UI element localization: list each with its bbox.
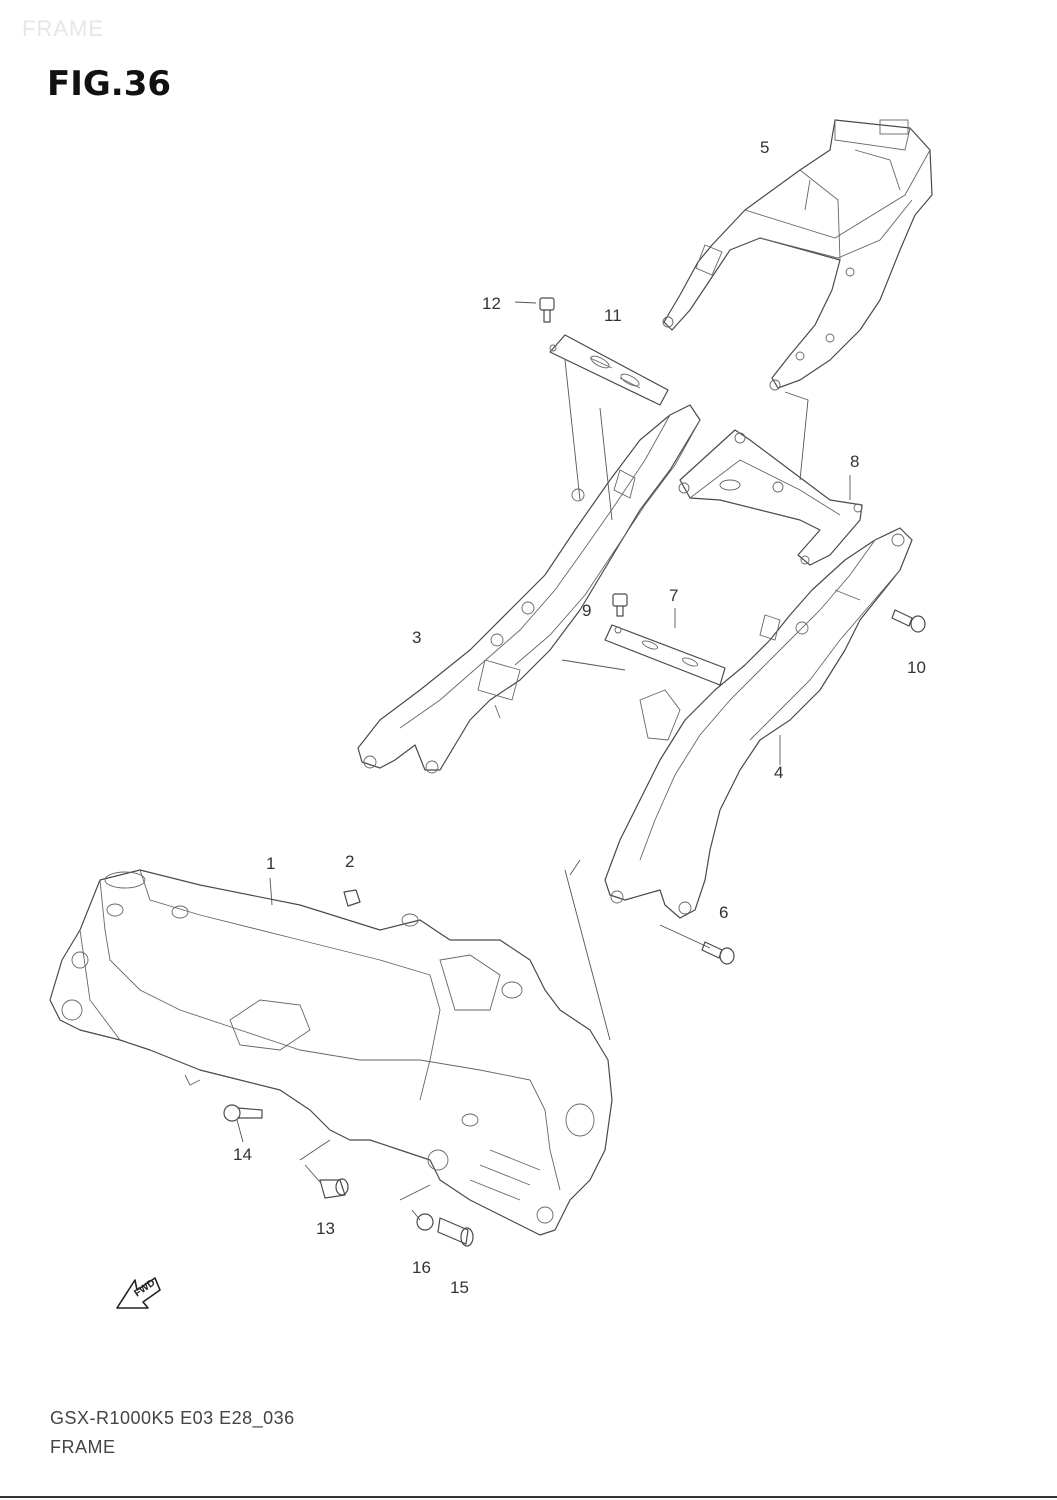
- callout-1: 1: [266, 854, 275, 873]
- callout-2: 2: [345, 852, 354, 871]
- drawing-code: GSX-R1000K5 E03 E28_036: [50, 1408, 295, 1428]
- callout-6: 6: [719, 903, 728, 922]
- plate-part-7: [604, 624, 726, 686]
- callout-15: 15: [450, 1278, 469, 1297]
- bolt-part-9: [612, 593, 628, 617]
- collar-part-13: [319, 1178, 349, 1199]
- leader-lines: [236, 301, 851, 1221]
- callout-9: 9: [582, 601, 591, 620]
- callout-14: 14: [233, 1145, 252, 1164]
- callout-13: 13: [316, 1219, 335, 1238]
- callout-numbers: 5 12 11 8 7 9 3 10 4 1 2 6 14 13 16 15: [233, 138, 926, 1297]
- bolt-part-12: [539, 297, 555, 323]
- callout-10: 10: [907, 658, 926, 677]
- right-rear-frame-part-4: [604, 527, 913, 919]
- callout-4: 4: [774, 763, 783, 782]
- callout-3: 3: [412, 628, 421, 647]
- bottom-border: [0, 1496, 1057, 1498]
- section-title: FRAME: [50, 1437, 116, 1457]
- cross-bracket-part-8: [678, 429, 863, 566]
- main-frame-part-1: [49, 869, 613, 1236]
- fwd-arrow-icon: FWD: [116, 1277, 161, 1309]
- callout-16: 16: [412, 1258, 431, 1277]
- figure-title: FIG.36: [47, 64, 172, 104]
- callout-5: 5: [760, 138, 769, 157]
- plate-part-11: [549, 334, 669, 406]
- callout-12: 12: [482, 294, 501, 313]
- bolt-part-6: [701, 941, 735, 965]
- nut-part-2: [343, 889, 361, 907]
- rear-subframe-part-5: [662, 119, 933, 391]
- bolt-part-10: [891, 609, 926, 633]
- watermark-text: FRAME: [22, 16, 104, 41]
- callout-11: 11: [604, 306, 622, 325]
- callout-8: 8: [850, 452, 859, 471]
- left-rear-frame-part-3: [357, 404, 701, 774]
- callout-7: 7: [669, 586, 678, 605]
- bolt-part-15-16: [416, 1213, 474, 1247]
- bolt-part-14: [223, 1104, 263, 1122]
